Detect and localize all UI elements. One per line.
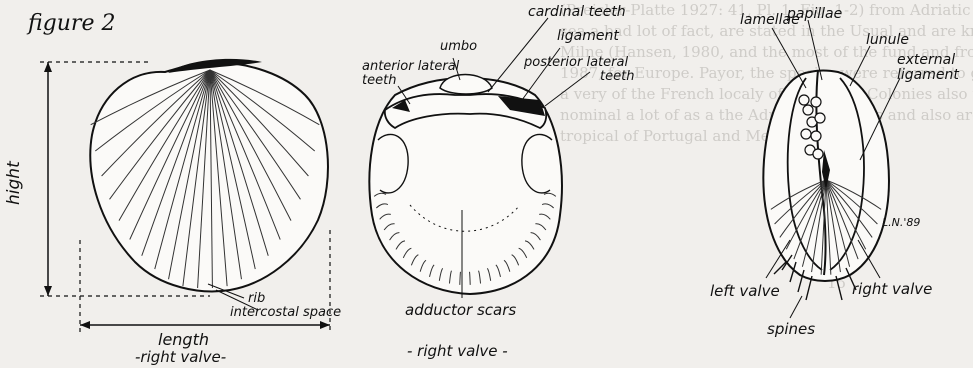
- external-ligament-label-line1: external: [897, 52, 955, 68]
- middle-caption: - right valve -: [407, 342, 508, 360]
- rib-label: rib: [248, 291, 265, 306]
- ligament-label: ligament: [557, 28, 619, 44]
- left-shell-drawing: [40, 59, 330, 332]
- umbo-label: umbo: [440, 39, 477, 54]
- anterior-lateral-teeth-label-line2: teeth: [362, 73, 396, 88]
- length-label: length: [158, 330, 209, 349]
- right-shell-drawing: [763, 20, 900, 318]
- left-caption: -right valve-: [135, 348, 226, 366]
- height-label: hight: [4, 160, 24, 205]
- papilla: [811, 131, 821, 141]
- right-valve-label: right valve: [852, 280, 932, 298]
- cardinal-teeth-label: cardinal teeth: [528, 4, 626, 20]
- papilla: [801, 129, 811, 139]
- papilla: [803, 105, 813, 115]
- left-valve-label: left valve: [710, 282, 780, 300]
- papillae-label: papillae: [786, 6, 842, 22]
- umbo-shape: [440, 75, 492, 95]
- posterior-lateral-teeth-label-line1: posterior lateral: [523, 55, 628, 70]
- adductor-scars-label: adductor scars: [405, 301, 516, 319]
- external-ligament-label-line2: ligament: [897, 67, 959, 83]
- posterior-lateral-teeth-label-line2: teeth: [600, 69, 634, 84]
- spines-label: spines: [767, 320, 815, 338]
- papilla: [811, 97, 821, 107]
- lunule-label: lunule: [866, 32, 909, 48]
- papilla: [799, 95, 809, 105]
- papilla: [813, 149, 823, 159]
- papilla: [815, 113, 825, 123]
- figure-title: figure 2: [26, 11, 115, 36]
- artist-signature: L.N.'89: [882, 216, 920, 229]
- intercostal-space-label: intercostal space: [230, 305, 341, 320]
- anterior-lateral-teeth-label-line1: anterior lateral: [362, 59, 460, 74]
